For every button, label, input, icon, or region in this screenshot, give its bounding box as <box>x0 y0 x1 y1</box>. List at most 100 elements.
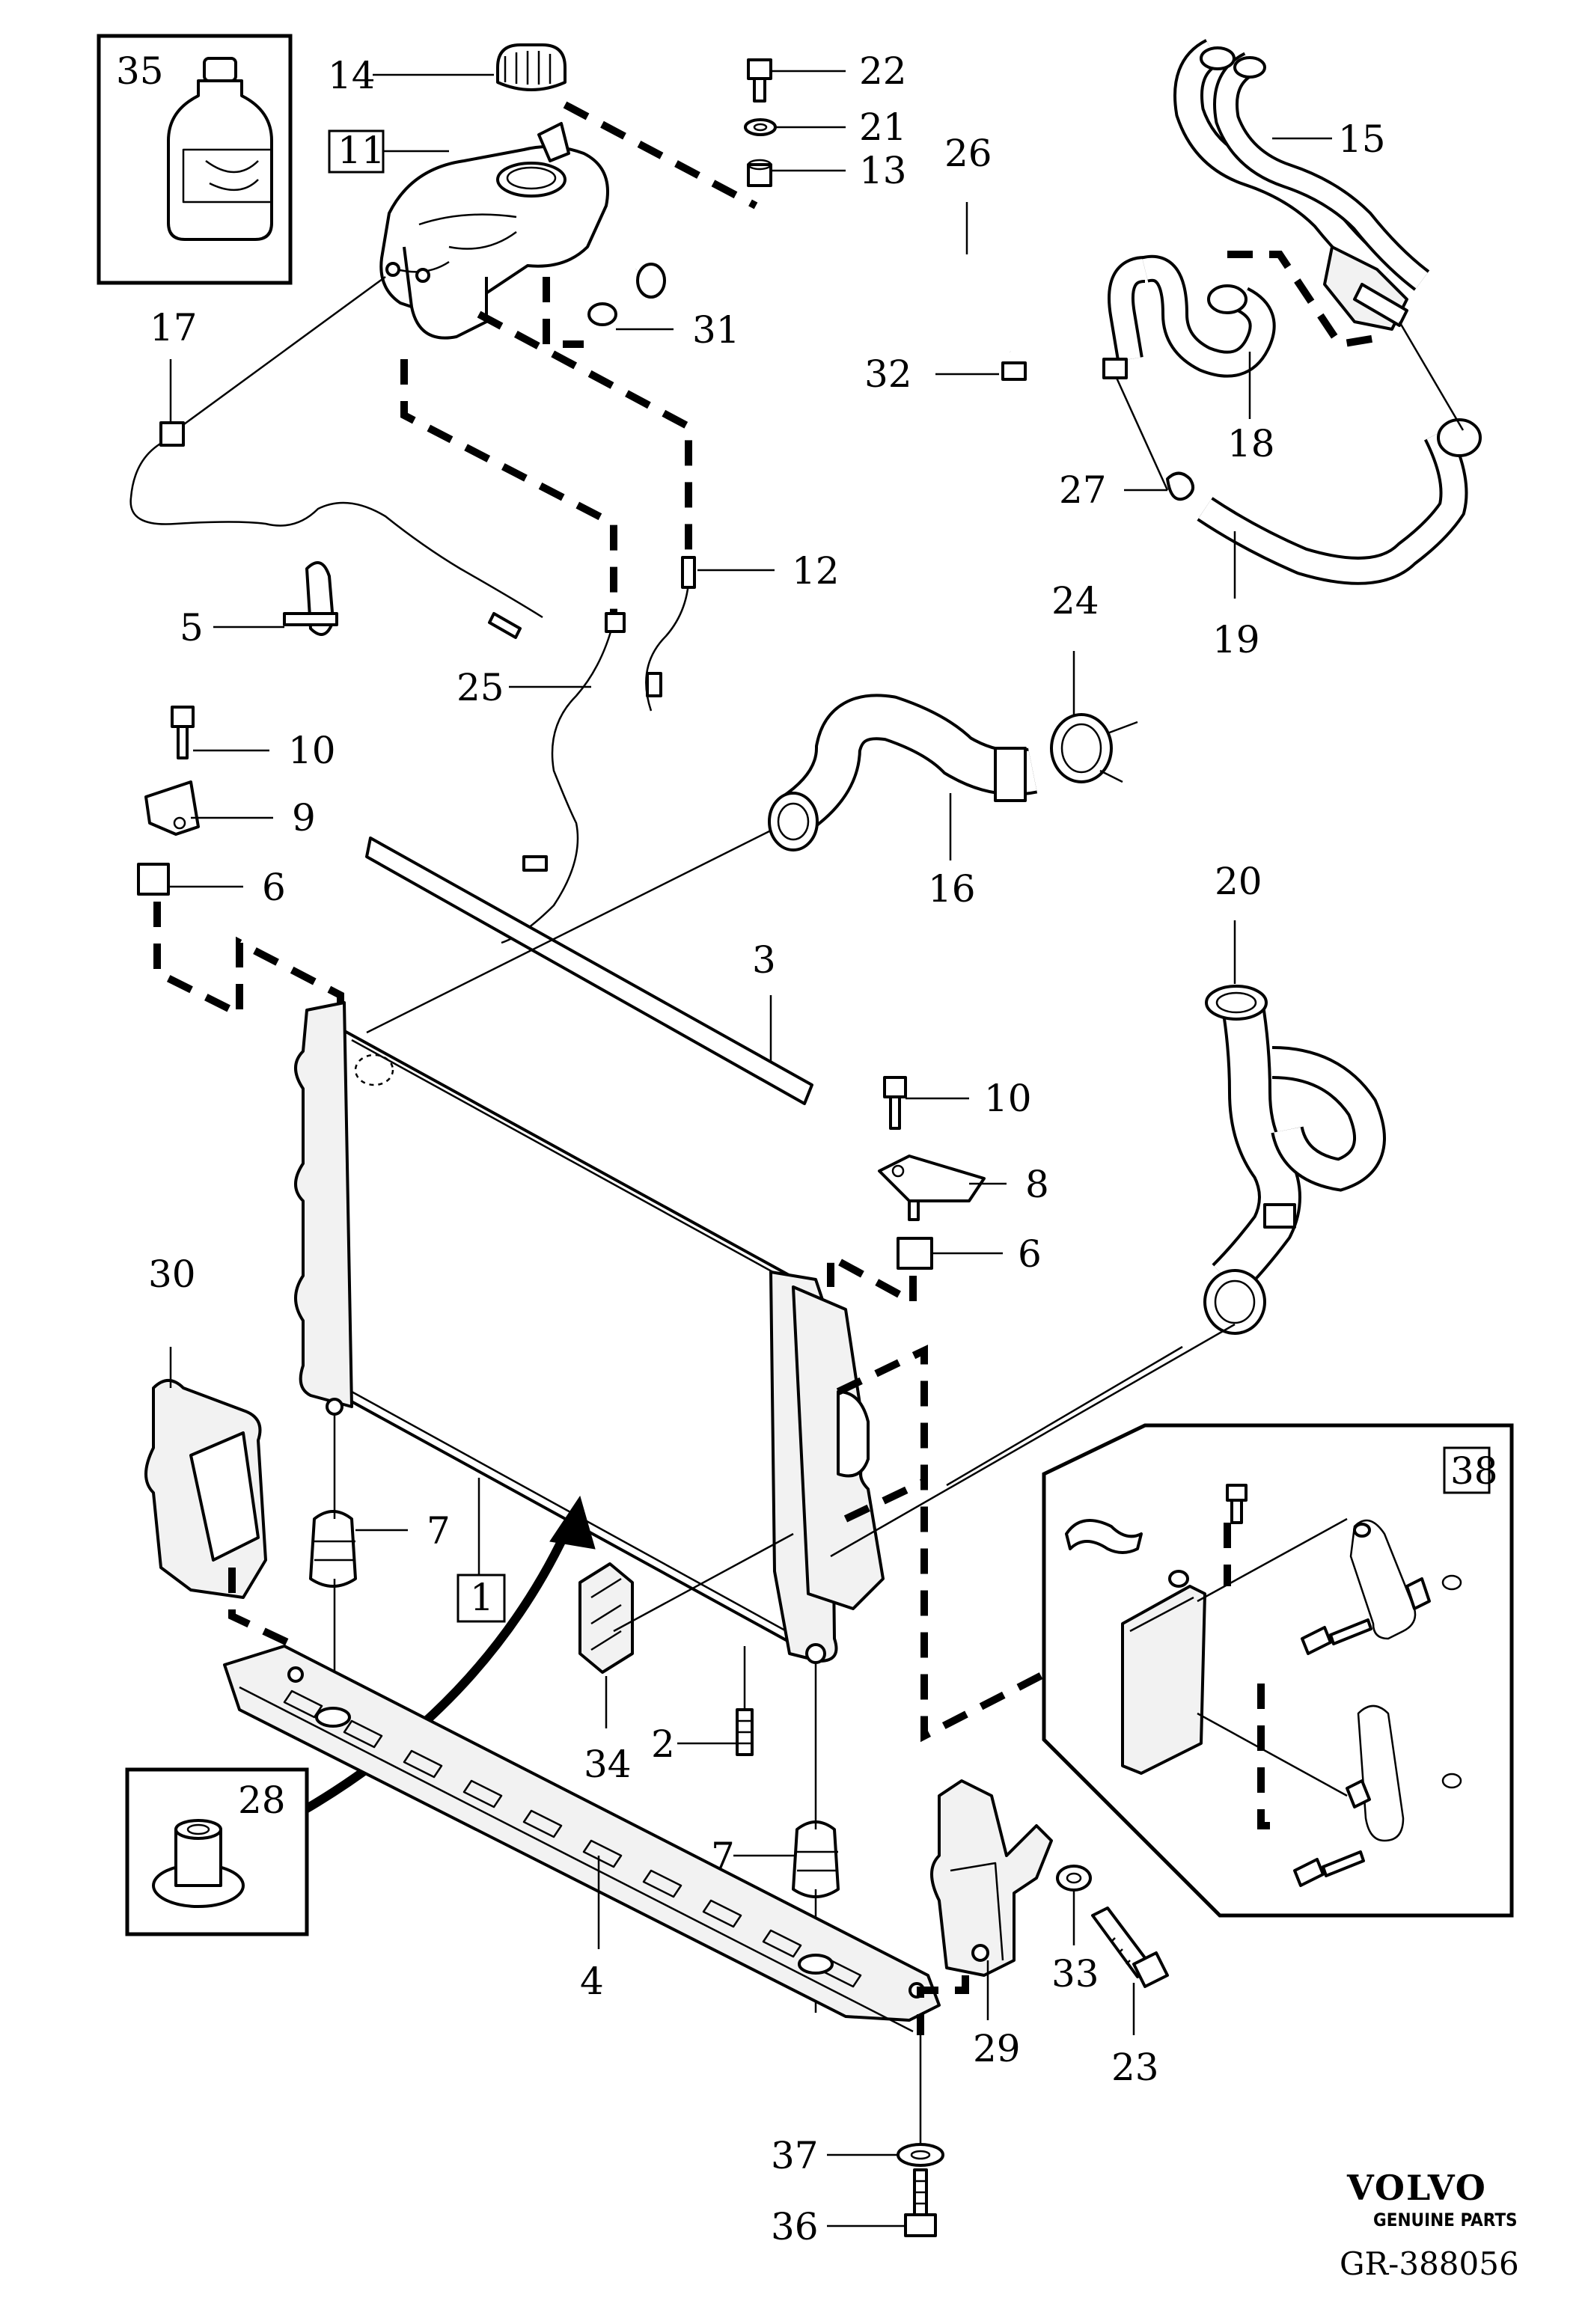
inset-grommet: 28 <box>125 1767 309 1936</box>
label-5: 5 <box>180 606 204 649</box>
label-9: 9 <box>292 796 316 840</box>
clamp-24: 24 <box>1050 579 1138 783</box>
label-14: 14 <box>328 54 376 97</box>
mount-6-right: 6 <box>897 1232 1042 1276</box>
arrow-28 <box>300 1495 596 1815</box>
clip-5: 5 <box>180 561 338 649</box>
washer-21: 21 <box>744 106 907 149</box>
inset-coolant-bottle: 35 <box>97 34 293 285</box>
volvo-branding: VOLVO GENUINE PARTS GR-388056 <box>1340 2168 1519 2282</box>
label-16: 16 <box>928 867 976 911</box>
inset-oil-cooler: 38 <box>1042 1423 1514 1918</box>
expansion-tank <box>379 122 609 340</box>
dashed-link-tank-25 <box>400 359 617 614</box>
label-36: 36 <box>771 2205 819 2248</box>
label-7a: 7 <box>427 1509 451 1553</box>
label-13: 13 <box>859 149 907 192</box>
bushing-7-right: 7 <box>711 1663 840 2013</box>
wire-12: 12 <box>645 549 840 712</box>
label-12: 12 <box>792 549 840 593</box>
label-27: 27 <box>1059 468 1107 512</box>
hose-15: 15 <box>1173 39 1430 331</box>
brand-name: VOLVO <box>1346 2168 1487 2208</box>
hose-26: 26 <box>629 132 1020 358</box>
label-19: 19 <box>1212 618 1260 661</box>
label-3: 3 <box>752 938 776 982</box>
hose-20: 20 <box>830 860 1386 1558</box>
hose-18: 18 <box>1108 254 1276 465</box>
dashed-link-6-radiator <box>153 902 344 1033</box>
label-25: 25 <box>456 666 504 709</box>
label-35: 35 <box>116 49 164 93</box>
bracket-30: 30 <box>144 1253 267 1599</box>
label-20: 20 <box>1215 860 1262 903</box>
seal-strip-3: 3 <box>365 829 813 1105</box>
leader-38 <box>946 1345 1183 1487</box>
dashed-link-6-right <box>827 1250 917 1309</box>
clamp-31: 31 <box>543 277 740 352</box>
label-29: 29 <box>973 2027 1021 2070</box>
label-21: 21 <box>859 106 907 149</box>
diagram-code: GR-388056 <box>1340 2245 1519 2282</box>
label-28: 28 <box>238 1779 286 1822</box>
dashed-link-tank-12 <box>477 311 692 554</box>
label-10a: 10 <box>288 729 336 772</box>
dashed-link-18-15 <box>1227 251 1385 349</box>
washer-33: 33 <box>1051 1865 1099 1996</box>
label-30: 30 <box>148 1253 196 1296</box>
lower-carrier-4: 4 <box>223 1645 941 2033</box>
dashed-link-tank-bolt <box>563 101 758 210</box>
label-2: 2 <box>651 1722 675 1766</box>
hose-16: 16 <box>768 694 1038 911</box>
nut-13: 13 <box>747 149 907 192</box>
label-4: 4 <box>580 1960 604 2003</box>
clamps-27: 27 <box>1059 358 1194 512</box>
label-11: 11 <box>338 129 385 172</box>
coolant-bottle-icon <box>167 57 273 241</box>
tank-label-11: 11 <box>328 129 449 174</box>
label-23: 23 <box>1111 2046 1159 2089</box>
label-1: 1 <box>470 1576 494 1619</box>
bracket-29: 29 <box>930 1779 1053 2070</box>
dashed-link-29 <box>917 1975 969 2035</box>
bolt-36: 36 <box>771 2168 937 2248</box>
bracket-9: 9 <box>144 780 316 840</box>
label-8: 8 <box>1025 1163 1049 1206</box>
radiator-label-1: 1 <box>456 1478 506 1623</box>
label-18: 18 <box>1227 422 1275 465</box>
grommet-icon <box>152 1819 245 1908</box>
bolt-10-right: 10 <box>883 1076 1032 1130</box>
filler-cap: 14 <box>328 43 567 97</box>
oil-cooler-body-icon <box>1065 1484 1462 1887</box>
bracket-8: 8 <box>878 1155 1049 1221</box>
radiator <box>294 1001 885 1664</box>
label-37: 37 <box>771 2134 819 2177</box>
bolt-22: 22 <box>747 49 907 103</box>
label-38: 38 <box>1450 1449 1498 1493</box>
level-sensor-wire-17: 17 <box>129 275 543 639</box>
label-31: 31 <box>692 308 740 352</box>
mount-6-left: 6 <box>137 863 286 909</box>
label-32: 32 <box>864 352 912 396</box>
label-17: 17 <box>150 306 198 349</box>
bolt-23: 23 <box>1091 1906 1169 2089</box>
dashed-link-radiator-38b <box>843 1478 926 1523</box>
bolt-10-left: 10 <box>171 706 336 772</box>
label-6a: 6 <box>262 866 286 909</box>
dashed-link-radiator-38 <box>836 1345 1050 1743</box>
label-6b: 6 <box>1018 1232 1042 1276</box>
label-34: 34 <box>584 1743 632 1786</box>
foam-34: 34 <box>578 1532 794 1786</box>
drain-plug-2: 2 <box>651 1646 754 1766</box>
label-26: 26 <box>944 132 992 175</box>
brand-tagline: GENUINE PARTS <box>1373 2210 1518 2230</box>
label-33: 33 <box>1051 1952 1099 1996</box>
label-15: 15 <box>1338 117 1386 161</box>
washer-37: 37 <box>771 2035 944 2177</box>
hose-19: 19 <box>1197 321 1482 661</box>
label-24: 24 <box>1051 579 1099 623</box>
label-22: 22 <box>859 49 907 93</box>
clamp-32: 32 <box>864 352 1027 396</box>
label-10b: 10 <box>984 1077 1032 1120</box>
